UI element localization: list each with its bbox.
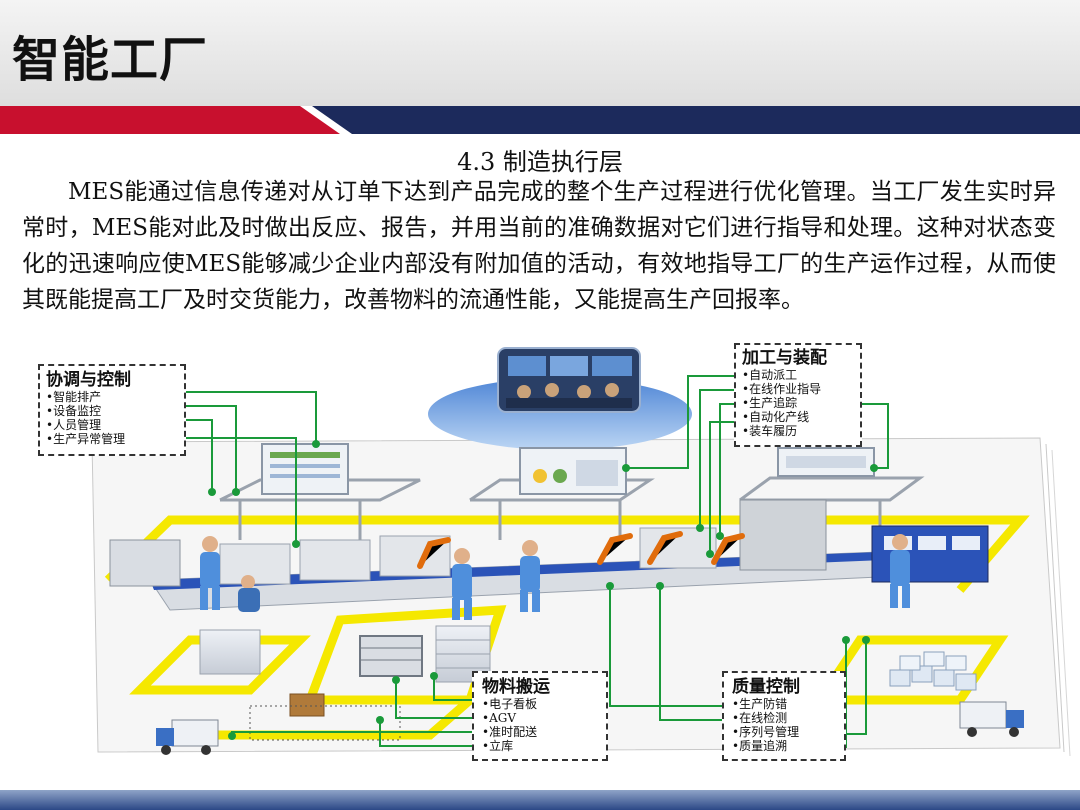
connector-nodes [208,440,878,740]
processing-item: •自动化产线 [742,410,810,424]
material-item: •立库 [482,739,514,753]
coordination-control-box: 协调与控制 •智能排产 •设备监控 •人员管理 •生产异常管理 [38,364,186,456]
processing-item: •装车履历 [742,424,798,438]
quality-item: •生产防错 [732,697,788,711]
material-item: •AGV [482,711,516,725]
quality-item: •在线检测 [732,711,788,725]
quality-item: •质量追溯 [732,739,788,753]
coordination-item: •人员管理 [46,418,102,432]
section-title: 4.3 制造执行层 [457,148,623,176]
processing-assembly-box: 加工与装配 •自动派工 •在线作业指导 •生产追踪 •自动化产线 •装车履历 [734,343,862,447]
quality-item: •序列号管理 [732,725,800,739]
coordination-control-title: 协调与控制 [46,370,131,390]
coordination-item: •生产异常管理 [46,432,126,446]
quality-control-box: 质量控制 •生产防错 •在线检测 •序列号管理 •质量追溯 [722,671,846,761]
screen-panels [261,443,875,495]
coordination-item: •设备监控 [46,404,102,418]
slide-title: 智能工厂 [12,32,209,88]
material-handling-box: 物料搬运 •电子看板 •AGV •准时配送 •立库 [472,671,608,761]
control-center [428,347,692,450]
processing-assembly-title: 加工与装配 [742,348,827,368]
material-handling-title: 物料搬运 [482,677,550,697]
connector-lines [186,375,889,748]
coordination-item: •智能排产 [46,390,102,404]
footer-bar [0,790,1080,810]
processing-item: •自动派工 [742,368,798,382]
warehouse-stock [889,651,977,691]
processing-item: •在线作业指导 [742,382,822,396]
delivery-truck-left [156,719,219,755]
delivery-truck-right [959,701,1024,737]
header-stripe-navy [310,106,1080,134]
robot-arms [417,531,745,569]
workers [200,534,910,620]
quality-control-title: 质量控制 [732,677,800,697]
body-paragraph: MES能通过信息传递对从订单下达到产品完成的整个生产过程进行优化管理。当工厂发生… [22,179,1056,313]
processing-item: •生产追踪 [742,396,798,410]
slide-header [0,0,1080,106]
material-item: •电子看板 [482,697,538,711]
gantries [219,476,925,540]
material-item: •准时配送 [482,725,538,739]
